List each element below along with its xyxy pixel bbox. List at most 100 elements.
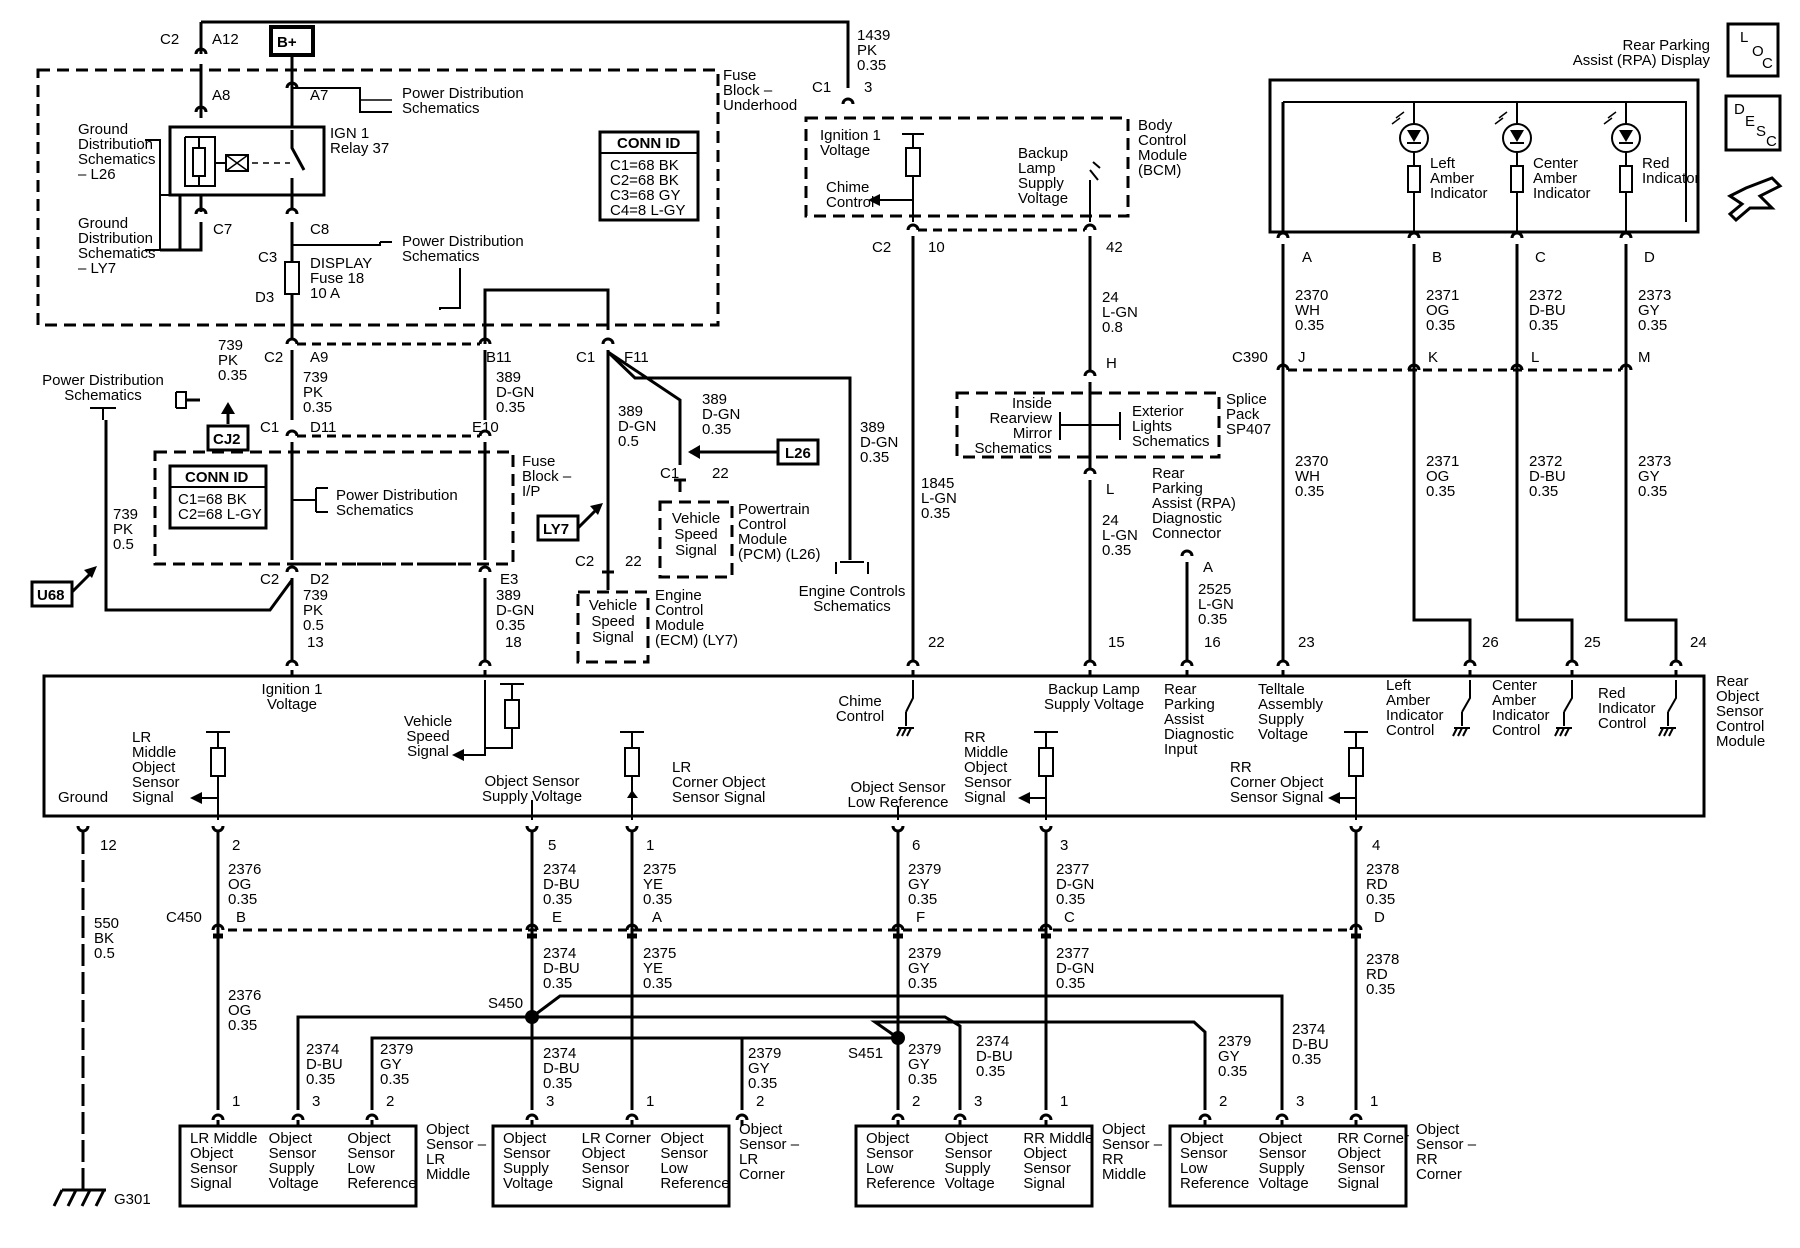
connector-a-diag-symbol [1180, 549, 1194, 557]
module-rpa-diag-label-line-5: Input [1164, 741, 1198, 758]
module-top-pin-stubs [290, 670, 1678, 676]
module-top-pin-symbols [285, 659, 1683, 667]
wire-2372-label-b-line-1: 2372 [1529, 453, 1562, 470]
wire-2377-label-b-line-2: D-GN [1056, 960, 1094, 977]
rr-corner-pullup [1344, 731, 1368, 748]
sensor-lr-middle: LR MiddleObjectSensorSignalObjectSensorS… [178, 1093, 487, 1208]
sensor-rr-corner-pin-2: 3 [1296, 1093, 1304, 1110]
sensor-lr-corner-pin-3: 2 [756, 1093, 764, 1110]
ecm-vss-label-line-1: Vehicle [589, 597, 637, 614]
fuse-block-underhood-label-line-1: Fuse [723, 67, 756, 84]
connector-e10-symbol [478, 429, 492, 437]
wire-2372-label-b-line-3: 0.35 [1529, 483, 1558, 500]
wire-2376-label-b-line-2: OG [228, 1002, 251, 1019]
connector-a7: A7 [310, 87, 328, 104]
sensor-lr-middle-cell-1-line-2: Object [190, 1145, 234, 1162]
fuse-block-ip-label-line-2: Block – [522, 468, 572, 485]
connector-bcm-3-symbol [841, 97, 855, 105]
connector-bcm-10: 10 [928, 239, 945, 256]
wire-2379-label-a-line-2: GY [908, 876, 930, 893]
loc-icon-c: C [1762, 55, 1773, 72]
wire-2378-label-b-line-2: RD [1366, 966, 1388, 983]
sensor-rr-middle-cell-3-line-1: RR Middle [1023, 1130, 1093, 1147]
wire-389-label-a-line-3: 0.35 [496, 399, 525, 416]
module-pin-18: 18 [505, 634, 522, 651]
power-dist-4-leader [292, 487, 328, 513]
wire-2379-label-a-line-3: 0.35 [908, 891, 937, 908]
connector-c3: C3 [258, 249, 277, 266]
wire-2370-label-a-line-3: 0.35 [1295, 317, 1324, 334]
sensor-lr-corner-cell-1-line-3: Supply [503, 1160, 549, 1177]
module-vss-label-line-1: Vehicle [404, 713, 452, 730]
sensor-lr-middle-cell-3-line-4: Reference [347, 1175, 416, 1192]
wire-389-label-d-line-3: 0.35 [860, 449, 889, 466]
module-lr-corner-label-line-1: LR [672, 759, 691, 776]
wire-2372-label-a-line-1: 2372 [1529, 287, 1562, 304]
sensor-rr-middle-name-line-4: Middle [1102, 1166, 1146, 1183]
sensor-lr-corner-cell-2-line-2: Object [582, 1145, 626, 1162]
loc-icon[interactable] [1726, 22, 1780, 78]
rpa-pin-a: A [1302, 249, 1312, 266]
desc-icon[interactable] [1724, 94, 1782, 152]
ground-dist-ly7-label-line-4: – LY7 [78, 260, 116, 277]
sensor-rr-corner-cell-1-line-3: Low [1180, 1160, 1208, 1177]
sensor-rr-middle-name-line-3: RR [1102, 1151, 1124, 1168]
sensor-lr-middle-pin-2: 3 [312, 1093, 320, 1110]
ecm-label-line-4: (ECM) (LY7) [655, 632, 738, 649]
module-center-amber-label-line-2: Amber [1492, 692, 1536, 709]
module-rr-middle-label-line-2: Middle [964, 744, 1008, 761]
wire-2374-label-f-line-2: D-BU [1292, 1036, 1329, 1053]
module-red-switch [1658, 680, 1677, 737]
sensor-rr-middle-cell-2-line-1: Object [945, 1130, 989, 1147]
wire-2370-label-a-line-2: WH [1295, 302, 1320, 319]
wire-2374-label-b-line-2: D-BU [543, 960, 580, 977]
wire-739-label-d-line-1: 739 [303, 587, 328, 604]
sensor-rr-middle-pin-3-symbol [1039, 1113, 1053, 1126]
wire-389-label-e-line-3: 0.35 [496, 617, 525, 634]
module-pin-4: 4 [1372, 837, 1380, 854]
display-fuse-label-line-2: Fuse 18 [310, 270, 364, 287]
c450-b: B [236, 909, 246, 926]
display-fuse-label-line-1: DISPLAY [310, 255, 372, 272]
module-ign1-label-line-2: Voltage [267, 696, 317, 713]
wire-2374-label-a-line-3: 0.35 [543, 891, 572, 908]
sensor-lr-corner-name-line-2: Sensor – [739, 1136, 800, 1153]
module-center-amber-switch [1554, 680, 1573, 737]
ecm-vss-label-line-3: Signal [592, 629, 634, 646]
wire-2378-label-a-line-2: RD [1366, 876, 1388, 893]
c450-f: F [916, 909, 925, 926]
engine-controls-label-line-1: Engine Controls [799, 583, 906, 600]
center-amber-label-line-2: Amber [1533, 170, 1577, 187]
wire-2379-label-d-line-3: 0.35 [748, 1075, 777, 1092]
wire-2379-s451-lrc [740, 1036, 898, 1110]
connector-view-icon[interactable] [1727, 176, 1783, 223]
wire-2377-label-b-line-1: 2377 [1056, 945, 1089, 962]
bcm-outline [804, 116, 1130, 218]
wire-2371-label-a-line-2: OG [1426, 302, 1449, 319]
module-lr-middle-label-line-2: Middle [132, 744, 176, 761]
bcm-chime-label-line-2: Control [826, 194, 874, 211]
module-pin-12: 12 [100, 837, 117, 854]
power-dist-4-label-line-2: Schematics [336, 502, 414, 519]
sensor-rr-middle-pin-2: 3 [974, 1093, 982, 1110]
ground-g301-symbol [52, 1188, 106, 1207]
rr-corner-arrow [1328, 792, 1340, 804]
u68-box [30, 580, 74, 608]
module-rr-corner-label-line-1: RR [1230, 759, 1252, 776]
sensor-rr-corner-cell-2-line-3: Supply [1259, 1160, 1305, 1177]
wire-2375-label-a-line-1: 2375 [643, 861, 676, 878]
